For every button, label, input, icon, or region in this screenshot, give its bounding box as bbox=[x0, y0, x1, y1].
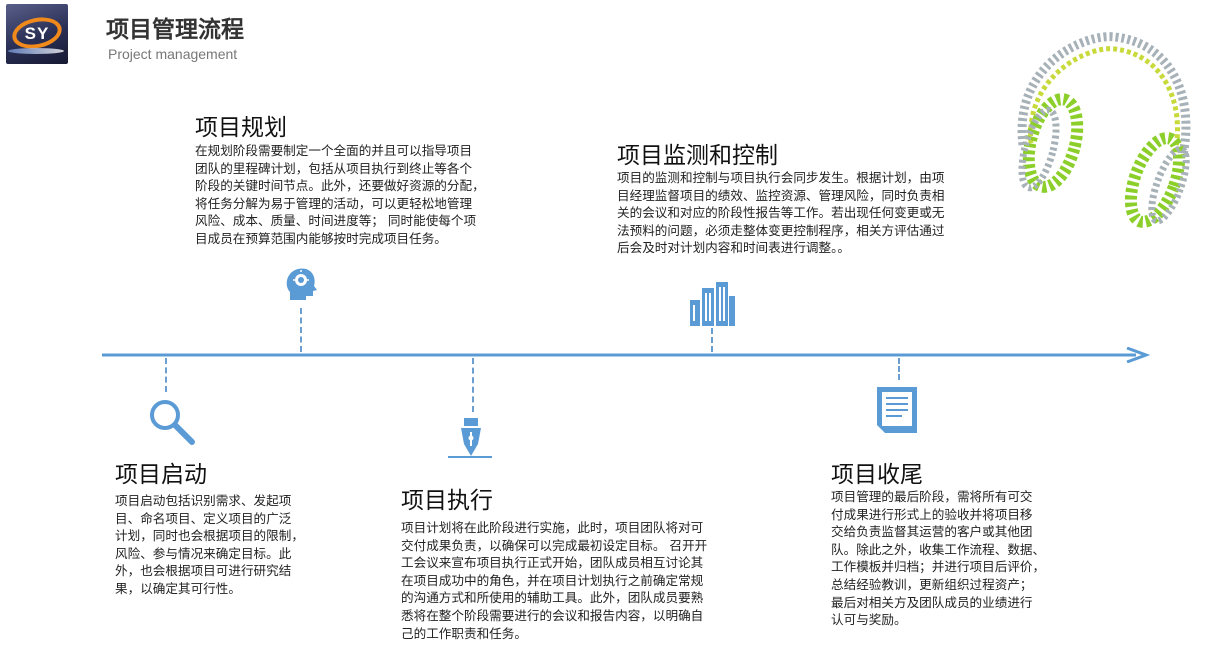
text-line: 法预料的问题，必须走整体变更控制程序，相关方评估通过 bbox=[617, 222, 945, 238]
text-line: 交给负责监督其运营的客户或其他团 bbox=[831, 524, 1033, 540]
text-line: 项目计划将在此阶段进行实施，此时，项目团队将对可 bbox=[401, 520, 704, 535]
stage-text-closure: 项目管理的最后阶段，需将所有可交 付成果进行形式上的验收并将项目移 交给负责监督… bbox=[831, 488, 1091, 629]
text-line: 风险、参与情况来确定目标。此 bbox=[115, 545, 292, 561]
text-line: 项目的监测和控制与项目执行会同步发生。根据计划，由项 bbox=[617, 170, 945, 185]
stage-title-monitoring: 项目监测和控制 bbox=[617, 143, 778, 169]
text-line: 的沟通方式和所使用的辅助工具。此外，团队成员要熟 bbox=[401, 590, 704, 606]
text-line: 最后对相关方及团队成员的业绩进行 bbox=[831, 594, 1033, 610]
lightbulb-head-icon bbox=[284, 264, 320, 304]
logo-swoosh bbox=[8, 48, 64, 54]
text-line: 关的会议和对应的阶段性报告等工作。若出现任何变更或无 bbox=[617, 205, 945, 221]
buildings-icon bbox=[688, 280, 736, 326]
text-line: 目成员在预算范围内能够按时完成项目任务。 bbox=[195, 230, 447, 246]
search-icon bbox=[147, 397, 197, 447]
text-line: 后会及时对计划内容和时间表进行调整。。 bbox=[617, 240, 850, 256]
text-line: 团队的里程碑计划，包括从项目执行到终止等各个 bbox=[195, 160, 473, 176]
connector-execution bbox=[472, 358, 474, 412]
text-line: 将任务分解为易于管理的活动，可以更轻松地管理 bbox=[195, 195, 473, 211]
pen-nib-icon bbox=[446, 416, 494, 458]
connector-planning bbox=[300, 308, 302, 352]
stage-title-execution: 项目执行 bbox=[401, 488, 493, 514]
page-title: 项目管理流程 bbox=[106, 17, 244, 43]
text-line: 己的工作职责和任务。 bbox=[401, 625, 527, 641]
text-line: 阶段的关键时间节点。此外，还要做好资源的分配， bbox=[195, 178, 485, 194]
text-line: 付成果进行形式上的验收并将项目移 bbox=[831, 506, 1033, 522]
text-line: 总结经验教训，更新组织过程资产； bbox=[831, 576, 1033, 592]
stage-text-planning: 在规划阶段需要制定一个全面的并且可以指导项目 团队的里程碑计划，包括从项目执行到… bbox=[195, 142, 535, 248]
text-line: 外，也会根据项目可进行研究结 bbox=[115, 563, 292, 579]
text-line: 目经理监督项目的绩效、监控资源、管理风险，同时负责相 bbox=[617, 187, 945, 203]
stage-text-initiation: 项目启动包括识别需求、发起项 目、命名项目、定义项目的广泛 计划，同时也会根据项… bbox=[115, 492, 345, 598]
text-line: 在规划阶段需要制定一个全面的并且可以指导项目 bbox=[195, 143, 473, 158]
stage-title-planning: 项目规划 bbox=[195, 115, 287, 141]
stage-text-monitoring: 项目的监测和控制与项目执行会同步发生。根据计划，由项 目经理监督项目的绩效、监控… bbox=[617, 169, 1017, 257]
text-line: 项目启动包括识别需求、发起项 bbox=[115, 493, 292, 508]
text-line: 交付成果负责，以确保可以完成最初设定目标。 召开开 bbox=[401, 537, 708, 553]
text-line: 工作模板并归档；并进行项目后评价， bbox=[831, 559, 1046, 575]
text-line: 目、命名项目、定义项目的广泛 bbox=[115, 510, 292, 526]
stage-title-initiation: 项目启动 bbox=[115, 462, 207, 488]
text-line: 认可与奖励。 bbox=[831, 612, 907, 628]
connector-closure bbox=[898, 358, 900, 380]
text-line: 项目管理的最后阶段，需将所有可交 bbox=[831, 489, 1033, 504]
text-line: 悉将在整个阶段需要进行的会议和报告内容，以明确自 bbox=[401, 607, 704, 623]
text-line: 风险、成本、质量、时间进度等； 同时能使每个项 bbox=[195, 213, 477, 229]
logo-text: SY bbox=[24, 24, 50, 43]
page-subtitle: Project management bbox=[108, 46, 238, 62]
timeline-arrow bbox=[100, 346, 1151, 364]
text-line: 工会议来宣布项目执行正式开始，团队成员相互讨论其 bbox=[401, 555, 704, 571]
text-line: 在项目成功中的角色，并在项目计划执行之前确定常规 bbox=[401, 572, 704, 588]
text-line: 队。除此之外，收集工作流程、数据、 bbox=[831, 541, 1046, 557]
headphones-decoration bbox=[1005, 25, 1200, 230]
text-line: 果，以确定其可行性。 bbox=[115, 580, 241, 596]
text-line: 计划，同时也会根据项目的限制， bbox=[115, 528, 304, 544]
stage-text-execution: 项目计划将在此阶段进行实施，此时，项目团队将对可 交付成果负责，以确保可以完成最… bbox=[401, 519, 771, 642]
document-icon bbox=[875, 385, 919, 435]
company-logo: SY bbox=[6, 4, 68, 64]
stage-title-closure: 项目收尾 bbox=[831, 462, 923, 488]
connector-initiation bbox=[165, 358, 167, 392]
connector-monitoring bbox=[711, 328, 713, 352]
